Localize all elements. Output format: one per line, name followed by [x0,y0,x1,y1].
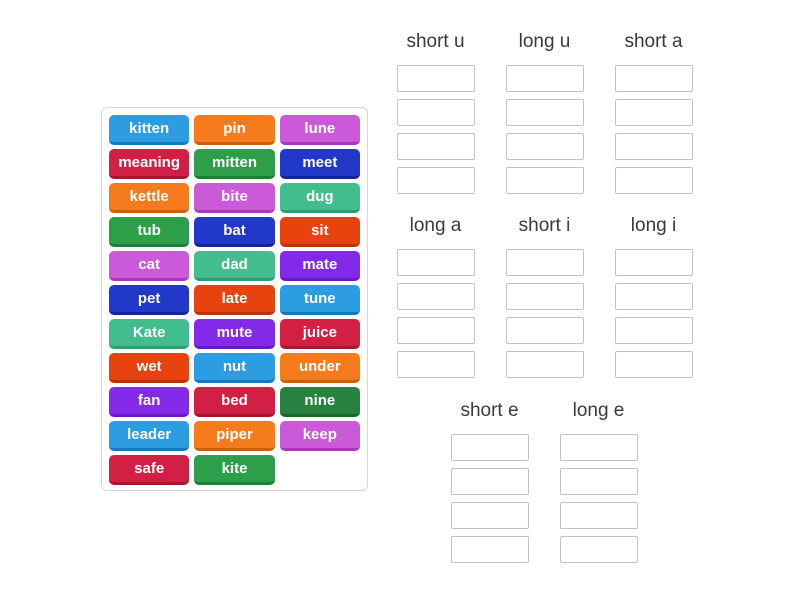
word-tile[interactable]: mate [279,251,360,281]
drop-slot[interactable] [505,283,584,310]
word-tile[interactable]: under [279,353,360,383]
drop-slot[interactable] [559,468,638,495]
category-group: short u [381,28,490,201]
category-group: long a [381,212,490,385]
word-tile[interactable]: piper [194,421,275,451]
drop-slot[interactable] [450,468,529,495]
drop-slot[interactable] [505,65,584,92]
word-tile[interactable]: Kate [109,319,190,349]
drop-slot[interactable] [450,502,529,529]
drop-slot[interactable] [614,317,693,344]
word-tile[interactable]: fan [109,387,190,417]
slot-list [614,249,693,385]
category-label: short a [624,31,683,52]
drop-slot[interactable] [614,167,693,194]
word-tile[interactable]: meet [279,149,360,179]
category-group: long u [490,28,599,201]
category-row-1: short u long u short a [381,28,708,201]
slot-list [559,434,638,570]
drop-slot[interactable] [614,65,693,92]
drop-slot[interactable] [505,133,584,160]
slot-list [505,65,584,201]
drop-slot[interactable] [505,351,584,378]
slot-list [614,65,693,201]
drop-slot[interactable] [614,133,693,160]
category-row-3: short e long e [435,397,653,570]
category-label: long u [518,31,571,52]
drop-slot[interactable] [396,133,475,160]
word-tile[interactable]: juice [279,319,360,349]
drop-slot[interactable] [396,351,475,378]
word-tile[interactable]: late [194,285,275,315]
category-label: long e [572,400,625,421]
word-tile[interactable]: sit [279,217,360,247]
word-tile[interactable]: lune [279,115,360,145]
word-tile[interactable]: meaning [109,149,190,179]
word-tile[interactable]: kite [194,455,275,485]
word-tile[interactable]: dad [194,251,275,281]
category-label: short u [406,31,465,52]
drop-slot[interactable] [450,434,529,461]
slot-list [396,65,475,201]
word-tile[interactable]: nut [194,353,275,383]
category-label: long a [409,215,462,236]
word-tile[interactable]: pin [194,115,275,145]
drop-slot[interactable] [559,536,638,563]
drop-slot[interactable] [396,283,475,310]
drop-slot[interactable] [559,434,638,461]
slot-list [396,249,475,385]
category-group: short a [599,28,708,201]
word-tile[interactable]: kettle [109,183,190,213]
word-tile[interactable]: dug [279,183,360,213]
drop-slot[interactable] [505,249,584,276]
word-tile[interactable]: bite [194,183,275,213]
drop-slot[interactable] [450,536,529,563]
word-tile[interactable]: kitten [109,115,190,145]
drop-slot[interactable] [614,249,693,276]
drop-slot[interactable] [614,99,693,126]
drop-slot[interactable] [396,317,475,344]
drop-slot[interactable] [559,502,638,529]
slot-list [450,434,529,570]
word-tile[interactable]: mute [194,319,275,349]
category-row-2: long a short i long i [381,212,708,385]
drop-slot[interactable] [614,283,693,310]
drop-slot[interactable] [505,317,584,344]
drop-slot[interactable] [505,167,584,194]
category-group: long i [599,212,708,385]
category-label: short i [518,215,571,236]
word-tile[interactable]: nine [279,387,360,417]
drop-slot[interactable] [396,65,475,92]
category-group: short e [435,397,544,570]
drop-slot[interactable] [396,249,475,276]
category-group: short i [490,212,599,385]
word-tile[interactable]: tune [279,285,360,315]
drop-slot[interactable] [505,99,584,126]
word-tile[interactable]: safe [109,455,190,485]
word-tile[interactable]: bat [194,217,275,247]
drop-slot[interactable] [396,99,475,126]
word-tile[interactable]: keep [279,421,360,451]
slot-list [505,249,584,385]
category-label: long i [630,215,677,236]
word-tile[interactable]: cat [109,251,190,281]
category-label: short e [460,400,519,421]
word-tile[interactable]: pet [109,285,190,315]
drop-slot[interactable] [396,167,475,194]
word-tile[interactable]: mitten [194,149,275,179]
word-tile[interactable]: wet [109,353,190,383]
drop-slot[interactable] [614,351,693,378]
word-tile[interactable]: leader [109,421,190,451]
category-group: long e [544,397,653,570]
word-tile[interactable]: tub [109,217,190,247]
word-tile[interactable]: bed [194,387,275,417]
